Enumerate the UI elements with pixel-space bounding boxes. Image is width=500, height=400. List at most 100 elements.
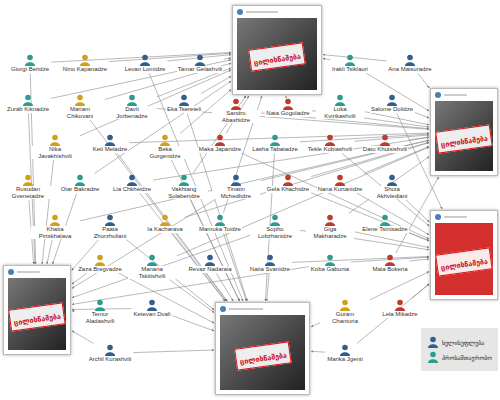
header-bar: [246, 11, 278, 13]
person-icon: [194, 54, 206, 66]
person-name: Guram Chanturia: [321, 311, 369, 324]
legend-swatch: [427, 336, 439, 348]
stamp-text: ცილისწამება: [14, 313, 62, 327]
person-name: Davit Jorbenadze: [108, 106, 156, 119]
person-icon: [394, 299, 406, 311]
person-node: Levan Lomidze: [124, 54, 167, 73]
person-name: Revaz Nadaraia: [187, 266, 232, 273]
person-node: Beka Gurgenidze: [141, 134, 189, 159]
person-icon: [139, 54, 151, 66]
connector: [267, 274, 269, 301]
person-node: Zurab Kiknadze: [6, 94, 50, 113]
connector: [153, 137, 429, 180]
person-icon: [334, 94, 346, 106]
connector: [80, 140, 429, 221]
connector: [72, 200, 215, 289]
person-node: Nata Gogoladze: [265, 98, 310, 117]
person-icon: [178, 174, 190, 186]
person-name: Nana Kurtanidze: [317, 186, 364, 193]
person-node: Otar Bakradze: [60, 174, 101, 193]
legend-box: ხელისუფლება პროსამთავრობო: [421, 328, 498, 371]
person-node: Tamar Gelashvili: [177, 54, 223, 73]
person-icon: [126, 174, 138, 186]
person-icon: [74, 174, 86, 186]
person-name: Mariam Chikovani: [56, 106, 104, 119]
connector: [129, 133, 429, 143]
person-icon: [159, 214, 171, 226]
person-name: Levan Lomidze: [124, 66, 167, 73]
connector: [80, 70, 231, 136]
person-node: Nika Javakhishvili: [31, 134, 79, 159]
person-node: Lela Mikadze: [381, 299, 418, 318]
person-icon: [339, 344, 351, 356]
connector: [355, 232, 429, 248]
avatar-dot: [435, 214, 441, 220]
person-node: Luka Kvirikashvili: [316, 94, 364, 119]
person-name: Tamar Gelashvili: [177, 66, 223, 73]
person-icon: [379, 214, 391, 226]
person-name: Nino Kapanadze: [62, 66, 108, 73]
person-name: Giorgi Beridze: [10, 66, 50, 73]
person-node: Tinatin Mchedlidze: [212, 174, 260, 199]
header-bar: [444, 216, 467, 218]
connector: [51, 52, 231, 62]
person-name: Tinatin Mchedlidze: [212, 186, 260, 199]
person-icon: [49, 134, 61, 146]
post-card: ცილისწამება: [430, 88, 498, 176]
person-node: Lasha Tabatadze: [251, 134, 299, 153]
stamp-text: ცილისწამება: [441, 135, 489, 149]
connector: [409, 137, 429, 140]
person-name: Luka Kvirikashvili: [316, 106, 364, 119]
connector: [72, 273, 87, 284]
person-name: Giga Makharadze: [306, 226, 354, 239]
person-node: Maka Japaridze: [198, 134, 242, 153]
avatar-dot: [435, 92, 441, 98]
connector: [42, 160, 53, 264]
person-name: Maka Japaridze: [198, 146, 242, 153]
person-node: Davit Jorbenadze: [108, 94, 156, 119]
person-icon: [204, 254, 216, 266]
person-icon: [178, 94, 190, 106]
person-icon: [94, 299, 106, 311]
header-bar: [229, 308, 263, 310]
legend-text: პროსამთავრობო: [442, 354, 492, 361]
person-icon: [230, 174, 242, 186]
person-node: Paata Zhorzholiani: [86, 214, 134, 239]
person-node: Sandro Abashidze: [212, 98, 260, 123]
person-name: Nata Gogoladze: [265, 110, 310, 117]
connector: [140, 193, 225, 301]
connector: [167, 55, 231, 61]
person-node: Giga Makharadze: [306, 214, 354, 239]
person-name: Sandro Abashidze: [212, 110, 260, 123]
person-node: Natia Svanidze: [249, 254, 291, 273]
person-name: Koba Gabunia: [310, 266, 350, 273]
connector: [285, 96, 286, 97]
person-node: Ia Kacharava: [146, 214, 183, 233]
person-name: Beka Gurgenidze: [141, 146, 189, 159]
person-name: Shota Akhvlediani: [368, 186, 416, 199]
person-name: Lia Chkheidze: [112, 186, 152, 193]
person-icon: [74, 94, 86, 106]
person-node: Tekle Kobiashvili: [307, 134, 353, 153]
person-name: Salome Dolidze: [370, 106, 414, 113]
connector: [72, 331, 94, 344]
person-node: Sopho Lobzhanidze: [251, 214, 299, 239]
legend-text: ხელისუფლება: [442, 339, 484, 346]
person-icon: [22, 174, 34, 186]
person-icon: [104, 134, 116, 146]
post-card: ცილისწამება: [232, 5, 322, 95]
person-name: Rusudan Gvenetadze: [4, 186, 52, 199]
person-node: Marika Jgenti: [326, 344, 364, 363]
person-name: Zaza Bregvadze: [77, 266, 123, 273]
connector: [185, 143, 429, 218]
connector: [409, 259, 429, 261]
connector: [354, 135, 429, 141]
person-name: Archil Kurashvili: [88, 356, 133, 363]
person-icon: [264, 254, 276, 266]
person-icon: [49, 214, 61, 226]
person-node: Ana Maisuradze: [387, 54, 432, 73]
header-bar: [444, 94, 467, 96]
connector: [224, 58, 231, 59]
person-node: Archil Kurashvili: [88, 344, 133, 363]
connector: [409, 233, 429, 241]
